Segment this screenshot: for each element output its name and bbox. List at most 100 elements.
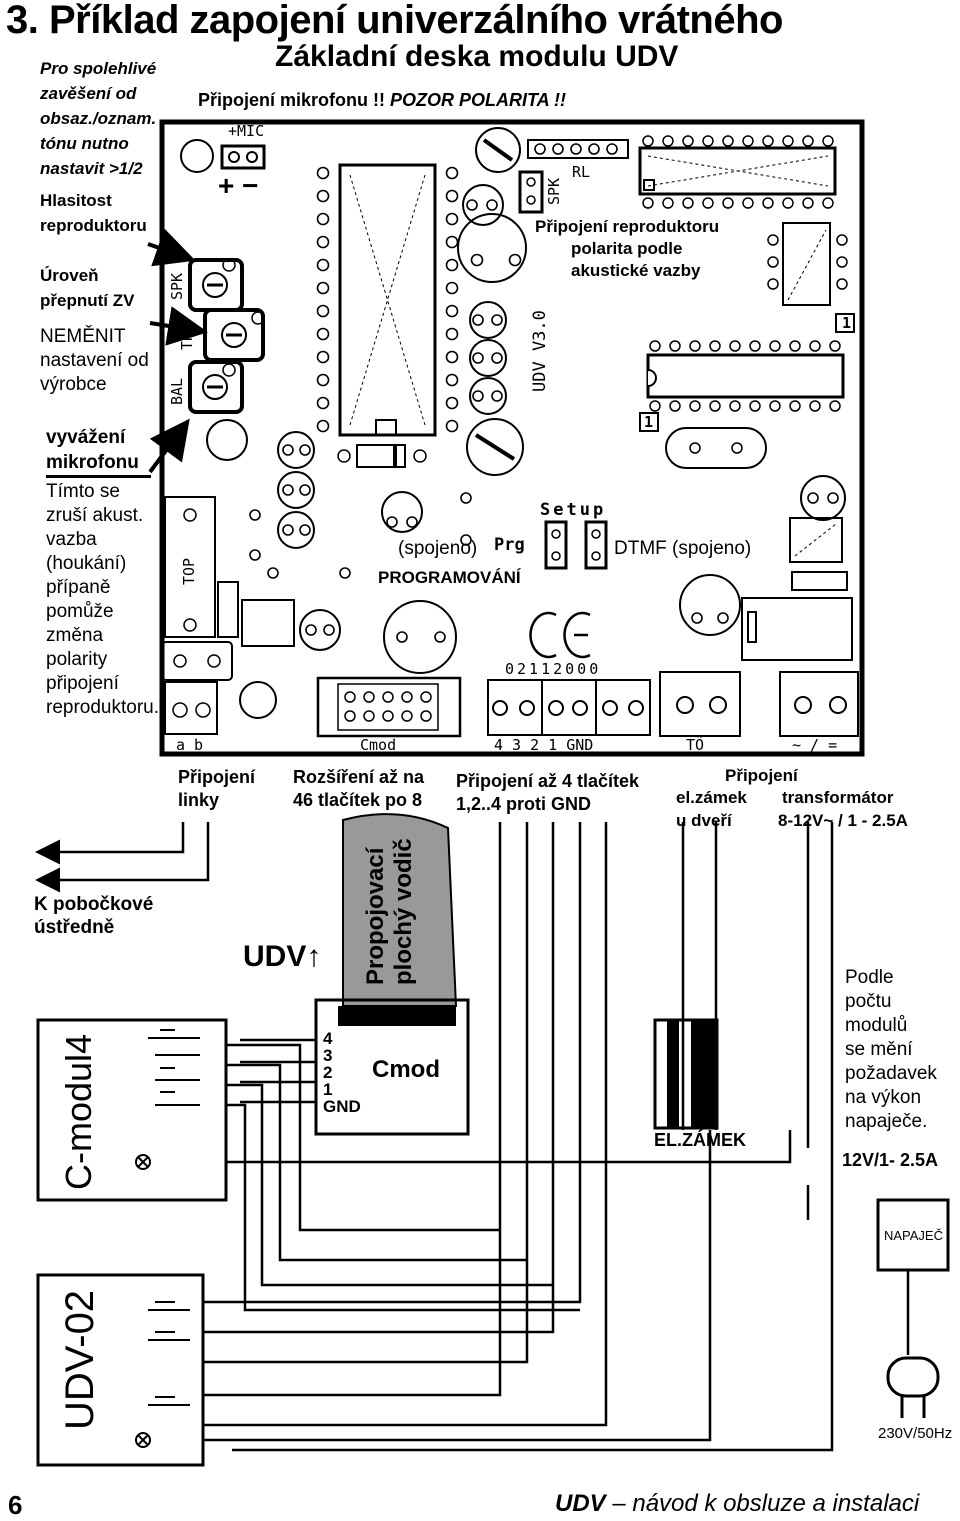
balance-desc-line: (houkání) xyxy=(46,553,127,574)
pin-one-label: 1 xyxy=(644,413,654,431)
page-title: 3. Příklad zapojení univerzálního vrátné… xyxy=(6,0,783,42)
cmod-pin: 1 xyxy=(323,1080,333,1099)
supply-note-line: na výkon xyxy=(845,1087,922,1108)
ribbon-line: Propojovací xyxy=(362,847,389,985)
cmod-pin: 4 xyxy=(323,1029,333,1048)
cmod-pin: 2 xyxy=(323,1063,333,1082)
ribbon-line: plochý vodič xyxy=(390,838,417,985)
balance-desc-line: vazba xyxy=(46,529,97,550)
spk-connection-note: Připojení reproduktoru polarita podle ak… xyxy=(535,216,719,282)
hook-note-line: nastavit >1/2 xyxy=(40,159,143,178)
terminal-label-cmod: Cmod xyxy=(360,736,397,754)
buttons-connection-line: Připojení až 4 tlačítek xyxy=(456,771,640,791)
hook-note: Pro spolehlivé zavěšení od obsaz./oznam.… xyxy=(40,56,156,181)
zv-level-line: přepnutí ZV xyxy=(40,291,135,310)
lock-label: el.zámek u dveří xyxy=(676,786,747,832)
line-connection-line: linky xyxy=(178,790,220,810)
spk-label: SPK xyxy=(545,177,563,205)
balance-desc-line: Tímto se xyxy=(46,481,120,502)
expansion-line: Rozšíření až na xyxy=(293,767,425,787)
supply-rating: 12V/1- 2.5A xyxy=(842,1150,939,1170)
supply-note: Podle počtu modulů se mění požadavek na … xyxy=(845,966,937,1134)
exchange-line: ústředně xyxy=(34,917,115,938)
document-title: UDV – návod k obsluze a instalaci xyxy=(555,1490,919,1518)
connected-left: (spojeno) xyxy=(398,538,478,559)
ribbon-label: Propojovací plochý vodič xyxy=(362,838,418,985)
expansion-label: Rozšíření až na 46 tlačítek po 8 xyxy=(293,766,424,812)
balance-desc-line: polarity xyxy=(46,649,108,670)
lock-line: u dveří xyxy=(676,811,732,830)
lock-line: el.zámek xyxy=(676,788,747,807)
module-c-label: C-modul4 xyxy=(58,1033,99,1190)
supply-note-line: se mění xyxy=(845,1039,913,1060)
buttons-connection-line: 1,2..4 proti GND xyxy=(456,794,592,814)
supply-note-line: modulů xyxy=(845,1015,908,1036)
code-label: 02112000 xyxy=(505,660,602,678)
polarity-warning: POZOR POLARITA !! xyxy=(390,90,566,110)
volume-note: Hlasitost reproduktoru xyxy=(40,188,147,238)
supply-note-line: Podle xyxy=(845,967,894,988)
lock-device-label: EL.ZÁMEK xyxy=(654,1130,746,1150)
trimmer-bal xyxy=(188,360,244,414)
supply-label: NAPAJEČ xyxy=(884,1228,943,1243)
terminal-label-power: ~ / = xyxy=(792,736,838,754)
pin-one-label: 1 xyxy=(842,314,852,332)
hook-note-line: zavěšení od xyxy=(40,84,137,103)
trim-label-trh: TRH xyxy=(178,322,196,350)
trim-label-spk: SPK xyxy=(168,272,186,300)
cmod-pins: 4 3 2 1 GND xyxy=(323,1030,361,1115)
doc-title-bold: UDV xyxy=(555,1490,606,1517)
transformer-line: 8-12V~ / 1 - 2.5A xyxy=(778,811,908,830)
spk-connection-line: akustické vazby xyxy=(571,261,701,280)
supply-note-line: napaječe. xyxy=(845,1111,928,1132)
spk-connection-line: polarita podle xyxy=(571,239,683,258)
udv-arrow-label: UDV↑ xyxy=(243,940,322,973)
exchange-line: K pobočkové xyxy=(34,894,154,915)
spk-connection-line: Připojení reproduktoru xyxy=(535,217,720,236)
terminal-label-lock: TÖ xyxy=(686,736,705,754)
programming-label: PROGRAMOVÁNÍ xyxy=(378,568,521,587)
mic-label: +MIC xyxy=(228,122,265,140)
cmod-pin: 3 xyxy=(323,1046,333,1065)
balance-desc-line: reproduktoru. xyxy=(46,697,160,718)
balance-desc-line: přípaně xyxy=(46,577,111,598)
balance-desc-line: připojení xyxy=(46,673,119,694)
hook-note-line: tónu nutno xyxy=(40,134,129,153)
rl-label: RL xyxy=(572,163,591,181)
buttons-connection-label: Připojení až 4 tlačítek 1,2..4 proti GND xyxy=(456,770,639,816)
transformer-line: transformátor xyxy=(782,788,894,807)
exchange-label: K pobočkové ústředně xyxy=(34,893,153,939)
version-label: UDV V3.0 xyxy=(530,310,550,392)
factory-note-line: nastavení od xyxy=(40,350,149,371)
volume-note-line: reproduktoru xyxy=(40,216,147,235)
factory-note-line: výrobce xyxy=(40,374,107,395)
terminal-label-ab: a b xyxy=(176,736,204,754)
expansion-line: 46 tlačítek po 8 xyxy=(293,790,423,810)
terminal-label-buttons: 4 3 2 1 GND xyxy=(494,736,594,754)
dtmf-label: DTMF (spojeno) xyxy=(614,538,752,559)
supply-note-line: požadavek xyxy=(845,1063,937,1084)
prg-label: Prg xyxy=(494,535,525,555)
balance-desc-line: změna xyxy=(46,625,104,646)
balance-note: vyvážení mikrofonu xyxy=(46,425,151,478)
zv-level-line: Úroveň xyxy=(40,266,99,285)
line-connection-line: Připojení xyxy=(178,767,256,787)
doc-title-rest: – návod k obsluze a instalaci xyxy=(612,1490,920,1517)
hook-note-line: Pro spolehlivé xyxy=(40,59,157,78)
page-number: 6 xyxy=(8,1490,23,1520)
transformer-label: transformátor 8-12V~ / 1 - 2.5A xyxy=(778,786,908,832)
balance-note-line: vyvážení xyxy=(46,427,126,448)
cmod-pin: GND xyxy=(323,1097,361,1116)
board-subtitle: Základní deska modulu UDV xyxy=(275,40,679,73)
module-udv-label: UDV-02 xyxy=(58,1289,102,1430)
hook-note-line: obsaz./oznam. xyxy=(40,109,157,128)
balance-desc: Tímto se zruší akust. vazba (houkání) př… xyxy=(46,480,159,720)
trim-label-bal: BAL xyxy=(168,377,186,405)
mic-connection-note: Připojení mikrofonu !! POZOR POLARITA !! xyxy=(198,90,566,111)
top-label: TOP xyxy=(180,557,198,585)
balance-desc-line: zruší akust. xyxy=(46,505,144,526)
factory-note: NEMĚNIT nastavení od výrobce xyxy=(40,325,149,397)
cmod-label: Cmod xyxy=(372,1056,440,1083)
factory-note-line: NEMĚNIT xyxy=(40,326,126,347)
